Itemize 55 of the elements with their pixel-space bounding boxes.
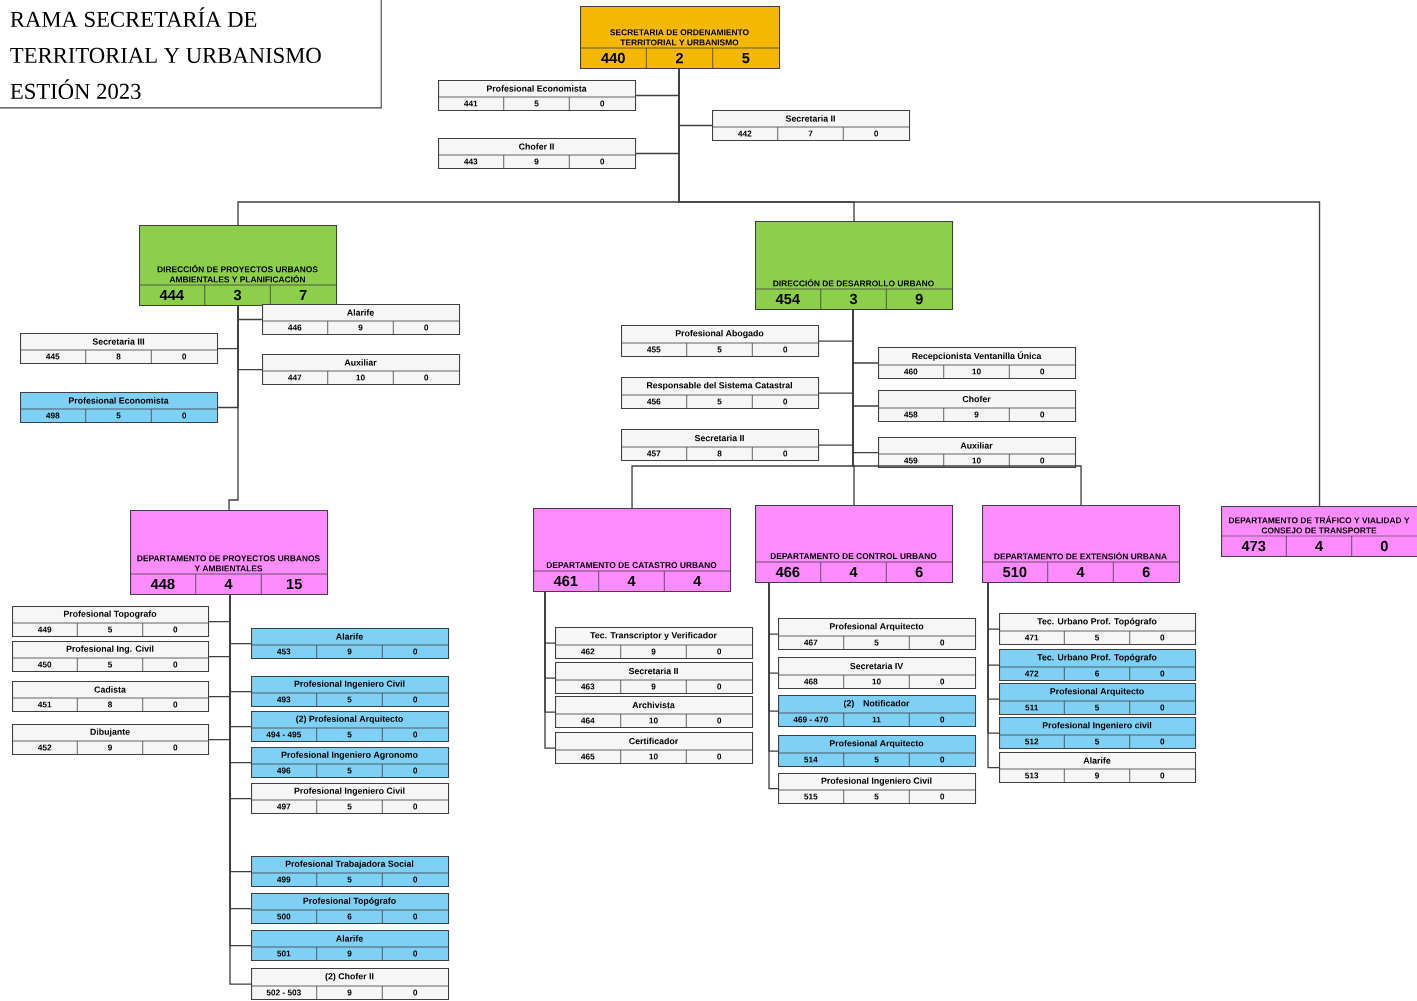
department-box: DEPARTAMENTO DE CATASTRO URBANO 461 4 4 bbox=[532, 508, 732, 593]
position-box: Tec. Urbano Prof. Topógrafo 472 6 0 bbox=[998, 649, 1197, 682]
department-box: DEPARTAMENTO DE PROYECTOS URBANOS Y AMBIENTALES 448 4 15 bbox=[129, 510, 329, 596]
department-box: SECRETARIA DE ORDENAMIENTO TERRITORIAL Y URBANISMO 440 2 5 bbox=[579, 6, 781, 70]
position-box: Secretaria IV 468 10 0 bbox=[777, 657, 977, 690]
position-box: Tec. Transcriptor y Verificador 462 9 0 bbox=[554, 627, 754, 660]
position-box: Alarife 513 9 0 bbox=[998, 752, 1197, 784]
position-box: Auxiliar 459 10 0 bbox=[877, 437, 1077, 469]
position-box: (2) Notificador 469 - 470 11 0 bbox=[777, 695, 977, 728]
position-box: Chofer 458 9 0 bbox=[877, 390, 1077, 423]
position-box: Profesional Topografo 449 5 0 bbox=[11, 606, 210, 638]
position-box: Secretaria II 457 8 0 bbox=[620, 429, 820, 462]
position-box: Profesional Ingeniero Civil 493 5 0 bbox=[250, 676, 450, 708]
position-box: Profesional Arquitecto 467 5 0 bbox=[777, 618, 977, 651]
position-box: Profesional Ingeniero Civil 497 5 0 bbox=[250, 783, 450, 815]
position-box: Chofer II 443 9 0 bbox=[437, 138, 637, 170]
position-box: Profesional Ing. Civil 450 5 0 bbox=[11, 641, 210, 673]
position-box: Profesional Abogado 455 5 0 bbox=[620, 325, 820, 358]
department-box: DEPARTAMENTO DE CONTROL URBANO 466 4 6 bbox=[754, 505, 954, 584]
position-box: Profesional Arquitecto 511 5 0 bbox=[998, 683, 1197, 716]
connector-line bbox=[544, 591, 556, 749]
department-box: DIRECCIÓN DE PROYECTOS URBANOS AMBIENTALES Y PLANIFICACIÓN 444 3 7 bbox=[138, 225, 338, 307]
position-box: Certificador 465 10 0 bbox=[554, 732, 754, 765]
position-box: Alarife 453 9 0 bbox=[250, 628, 450, 660]
connector-line bbox=[228, 305, 239, 511]
connector-line bbox=[768, 582, 779, 790]
position-box: Alarife 446 9 0 bbox=[261, 304, 461, 336]
position-box: Secretaria III 445 8 0 bbox=[19, 333, 219, 365]
position-box: Profesional Topógrafo 500 6 0 bbox=[250, 893, 450, 925]
position-box: Dibujante 452 9 0 bbox=[11, 724, 210, 756]
department-box: DIRECCIÓN DE DESARROLLO URBANO 454 3 9 bbox=[754, 221, 954, 311]
position-box: Auxiliar 447 10 0 bbox=[261, 354, 461, 386]
connector-line bbox=[852, 309, 1082, 506]
position-box: (2) Profesional Arquitecto 494 - 495 5 0 bbox=[250, 711, 450, 743]
position-box: Profesional Economista 498 5 0 bbox=[19, 392, 219, 424]
position-box: Responsable del Sistema Catastral 456 5 0 bbox=[620, 377, 820, 410]
position-box: Profesional Ingeniero civil 512 5 0 bbox=[998, 717, 1197, 750]
position-box: Tec. Urbano Prof. Topógrafo 471 5 0 bbox=[998, 613, 1197, 646]
position-box: Recepcionista Ventanilla Única 460 10 0 bbox=[877, 347, 1077, 380]
position-box: Profesional Economista 441 5 0 bbox=[437, 80, 637, 112]
position-box: (2) Chofer II 502 - 503 9 0 bbox=[250, 968, 450, 1001]
position-box: Archivista 464 10 0 bbox=[554, 696, 754, 729]
position-box: Alarife 501 9 0 bbox=[250, 930, 450, 962]
position-box: Secretaria II 442 7 0 bbox=[711, 110, 911, 142]
department-box: DEPARTAMENTO DE EXTENSIÓN URBANA 510 4 6 bbox=[981, 505, 1181, 584]
position-box: Profesional Trabajadora Social 499 5 0 bbox=[250, 856, 450, 888]
title-box: RAMA SECRETARÍA DE TERRITORIAL Y URBANISMO ESTIÓN 2023 bbox=[0, 0, 382, 109]
department-box: DEPARTAMENTO DE TRÁFICO Y VIALIDAD Y CONSEJO DE TRANSPORTE 473 4 0 bbox=[1220, 506, 1417, 558]
position-box: Profesional Ingeniero Civil 515 5 0 bbox=[777, 773, 977, 805]
position-box: Secretaria II 463 9 0 bbox=[554, 662, 754, 695]
connector-line bbox=[987, 582, 1000, 769]
connector-line bbox=[678, 68, 1321, 507]
position-box: Profesional Ingeniero Agronomo 496 5 0 bbox=[250, 747, 450, 779]
position-box: Cadista 451 8 0 bbox=[11, 681, 210, 713]
position-box: Profesional Arquitecto 514 5 0 bbox=[777, 735, 977, 768]
